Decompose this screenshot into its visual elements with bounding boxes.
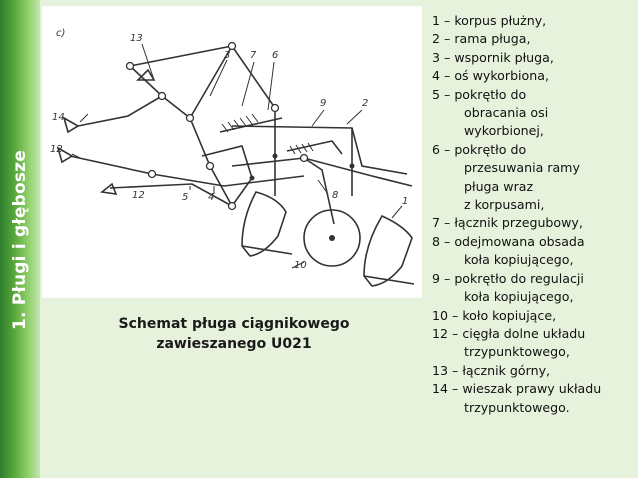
hitch-hook-12 <box>56 146 74 164</box>
joint <box>270 103 280 113</box>
legend-item: 10 – koło kopiujące, <box>432 307 557 323</box>
joint <box>205 161 215 171</box>
part-number-1: 1 <box>402 196 408 207</box>
gauge-wheel-hub <box>329 235 335 241</box>
wheel-mount-8 <box>303 157 335 225</box>
wheel-adjust-9 <box>286 140 343 155</box>
hitch-hook-lower <box>100 182 118 195</box>
legend-item-continuation: przesuwania ramy <box>464 160 580 176</box>
gauge-wheel-label-line <box>291 261 305 269</box>
joint <box>185 113 195 123</box>
legend-item-continuation: pługa wraz <box>464 178 534 194</box>
part-number-5: 5 <box>182 192 188 203</box>
pin <box>349 163 355 169</box>
legend-item: 5 – pokrętło do <box>432 86 527 102</box>
joint <box>147 169 157 179</box>
plough-diagram: c) <box>42 6 422 298</box>
legend-item: 7 – łącznik przegubowy, <box>432 215 583 231</box>
joint <box>157 91 167 101</box>
plough-share-1 <box>363 275 415 285</box>
leader-lines <box>71 43 403 219</box>
joint <box>299 153 309 163</box>
plough-share-front <box>241 245 293 255</box>
legend-item: 8 – odejmowana obsada <box>432 233 585 249</box>
part-number-12: 12 <box>50 144 63 155</box>
legend-item: 2 – rama pługa, <box>432 31 531 47</box>
hitch-hook-top <box>136 68 156 81</box>
part-number-12-lower: 12 <box>132 190 145 201</box>
part-number-2: 2 <box>362 98 368 109</box>
gauge-wheel-10 <box>303 209 361 267</box>
plough-body-1 <box>363 214 413 287</box>
legend-item: 1 – korpus płużny, <box>432 13 547 28</box>
lower-link-12 <box>69 155 305 187</box>
part-number-14: 14 <box>52 112 65 123</box>
diagram-caption: Schemat pługa ciągnikowego zawieszanego … <box>106 314 362 354</box>
crank-axle-4 <box>201 145 253 207</box>
part-number-3: 3 <box>224 50 230 61</box>
sidebar-title: 1. Pługi i głębosze <box>10 150 30 330</box>
legend-item-continuation: koła kopiującego, <box>464 289 574 305</box>
plough-schematic-drawing: c) <box>50 28 415 287</box>
adjust-spindle-6 <box>219 117 283 133</box>
joint <box>227 41 237 51</box>
panel-label: c) <box>56 28 65 39</box>
part-number-13: 13 <box>130 33 143 44</box>
part-number-8: 8 <box>332 190 338 201</box>
joint <box>227 201 237 211</box>
lower-link-second <box>109 183 233 207</box>
caption-line-1: Schemat pługa ciągnikowego <box>118 316 350 332</box>
caption-line-2: zawieszanego U021 <box>156 336 312 352</box>
legend-item-continuation: z korpusami, <box>464 197 545 213</box>
part-number-7: 7 <box>250 50 257 61</box>
legend-item: 14 – wieszak prawy układu <box>432 381 602 397</box>
legend-item: 4 – oś wykorbiona, <box>432 68 549 84</box>
legend-item-continuation: obracania osi <box>464 105 549 121</box>
sidebar: 1. Pługi i głębosze <box>0 0 40 478</box>
pin <box>272 153 278 159</box>
legend-item: 12 – cięgła dolne układu <box>432 325 586 341</box>
joint <box>125 61 135 71</box>
parts-legend: 1 – korpus płużny, 2 – rama pługa, 3 – wsp… <box>432 12 636 417</box>
legend-item: 3 – wspornik pługa, <box>432 49 554 65</box>
legend-item-continuation: trzypunktowego, <box>464 344 570 360</box>
link-hanger-14 <box>77 95 163 127</box>
frame-vertical <box>274 108 353 196</box>
frame-lower <box>231 157 413 187</box>
hitch-hook-14 <box>62 116 80 134</box>
frame-beam-2 <box>231 125 408 175</box>
legend-item-continuation: wykorbionej, <box>464 123 544 139</box>
legend-item: 6 – pokrętło do <box>432 141 527 157</box>
part-number-6: 6 <box>272 50 278 61</box>
screw-hatching <box>221 113 314 155</box>
legend-item-continuation: trzypunktowego. <box>464 399 570 415</box>
legend-item: 13 – łącznik górny, <box>432 362 551 378</box>
part-number-4: 4 <box>208 192 214 203</box>
pin <box>249 175 255 181</box>
legend-item-continuation: koła kopiującego, <box>464 252 574 268</box>
legend-item: 9 – pokrętło do regulacji <box>432 270 584 286</box>
part-number-9: 9 <box>320 98 326 109</box>
part-number-10: 10 <box>294 260 307 271</box>
